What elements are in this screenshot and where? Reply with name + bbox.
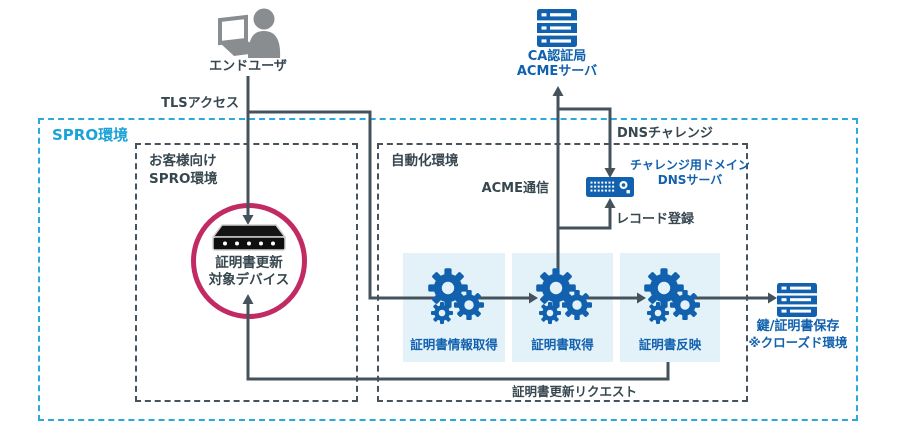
process-step-cert-fetch: 証明書取得: [512, 253, 613, 362]
target-device-icon: [211, 224, 287, 251]
edge-label-acme-comm: ACME通信: [481, 181, 549, 196]
end-user-label: エンドユーザ: [209, 59, 287, 74]
storage-label: 鍵/証明書保存: [756, 319, 840, 334]
edge-label-dns-challenge: DNSチャレンジ: [617, 126, 713, 141]
process-step-label: 証明書取得: [531, 337, 594, 352]
zone-customer-label-line2: SPRO環境: [149, 170, 218, 187]
arrowhead-up-ca: [552, 86, 564, 96]
edge-label-cert-update-request: 証明書更新リクエスト: [512, 384, 638, 399]
target-device-label: 証明書更新 対象デバイス: [189, 255, 309, 289]
zone-spro-label: SPRO環境: [52, 126, 129, 144]
dns-server-icon: [586, 177, 634, 197]
process-step-cert-info-fetch: 証明書情報取得: [403, 253, 505, 362]
ca-server-icon: [537, 9, 577, 47]
ca-server-label: CA認証局 ACMEサーバ: [497, 49, 617, 80]
target-device-label-line1: 証明書更新: [215, 255, 283, 271]
storage-server-icon: [777, 283, 817, 317]
ca-server-label-line2: ACMEサーバ: [516, 64, 598, 80]
dns-server-label-line1: チャレンジ用ドメイン: [630, 158, 750, 172]
process-step-label: 証明書反映: [638, 337, 702, 352]
process-step-label: 証明書情報取得: [410, 337, 498, 352]
dns-server-label-line2: DNSサーバ: [657, 172, 723, 187]
zone-customer-label-line1: お客様向け: [149, 153, 217, 169]
zone-customer-label: お客様向け SPRO環境: [149, 153, 218, 188]
zone-spro: SPRO環境: [38, 118, 858, 421]
dns-server-label: チャレンジ用ドメイン DNSサーバ: [615, 158, 765, 187]
storage-note-label: ※クローズド環境: [748, 335, 848, 350]
process-step-cert-apply: 証明書反映: [620, 253, 720, 362]
target-device-label-line2: 対象デバイス: [208, 271, 290, 288]
edge-label-record-register: レコード登録: [616, 212, 695, 227]
ca-server-label-line1: CA認証局: [527, 49, 587, 64]
edge-label-tls-access: TLSアクセス: [161, 96, 239, 111]
zone-automation-label: 自動化環境: [391, 153, 459, 169]
end-user-icon: [218, 8, 281, 58]
